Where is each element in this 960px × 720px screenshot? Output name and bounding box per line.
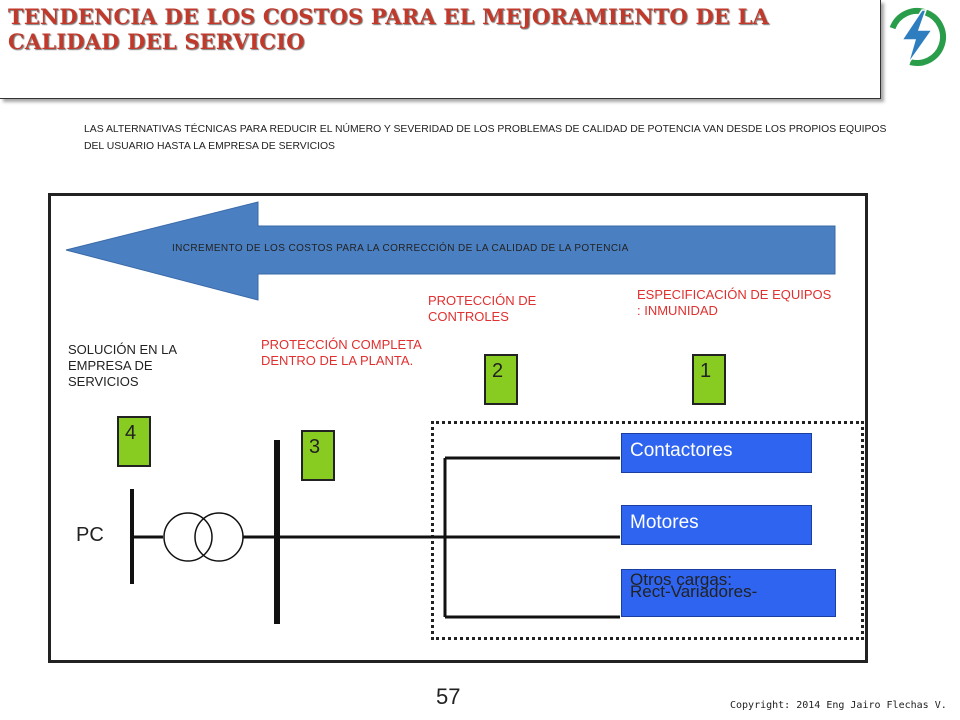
intro-text: LAS ALTERNATIVAS TÉCNICAS PARA REDUCIR E… (84, 124, 887, 152)
cost-increase-arrow (65, 201, 836, 301)
lightning-bolt-icon (886, 6, 948, 68)
load-motores: Motores (621, 505, 812, 545)
load-otros-label: Otros cargas: (630, 570, 733, 589)
load-rect-variadores-label: Rect-Variadores- (630, 582, 758, 601)
page-number: 57 (436, 684, 461, 709)
transformer-primary-winding (163, 512, 213, 562)
level-2-badge: 2 (484, 354, 518, 405)
plant-loads-boundary (431, 421, 864, 640)
level-3-badge: 3 (301, 430, 335, 481)
page-title: TENDENCIA DE LOS COSTOS PARA EL MEJORAMI… (8, 4, 770, 54)
diagram-frame (48, 193, 868, 663)
arrow-label: INCREMENTO DE LOS COSTOS PARA LA CORRECC… (172, 243, 629, 254)
load-otros: Otros cargas: Rect-Variadores- (621, 569, 836, 617)
title-panel (0, 0, 881, 99)
level-4-badge: 4 (117, 416, 151, 467)
pc-label: PC (76, 524, 104, 546)
copyright-text: Copyright: 2014 Eng Jairo Flechas V. (730, 700, 947, 711)
load-contactores: Contactores (621, 433, 812, 473)
level-1-badge: 1 (692, 354, 726, 405)
level-4-label: SOLUCIÓN EN LA EMPRESA DE SERVICIOS (68, 342, 177, 389)
level-1-label: ESPECIFICACIÓN DE EQUIPOS : INMUNIDAD (637, 287, 832, 318)
transformer-secondary-winding (194, 512, 244, 562)
level-2-label: PROTECCIÓN DE CONTROLES (428, 293, 537, 324)
level-3-label: PROTECCIÓN COMPLETA DENTRO DE LA PLANTA. (261, 337, 422, 368)
